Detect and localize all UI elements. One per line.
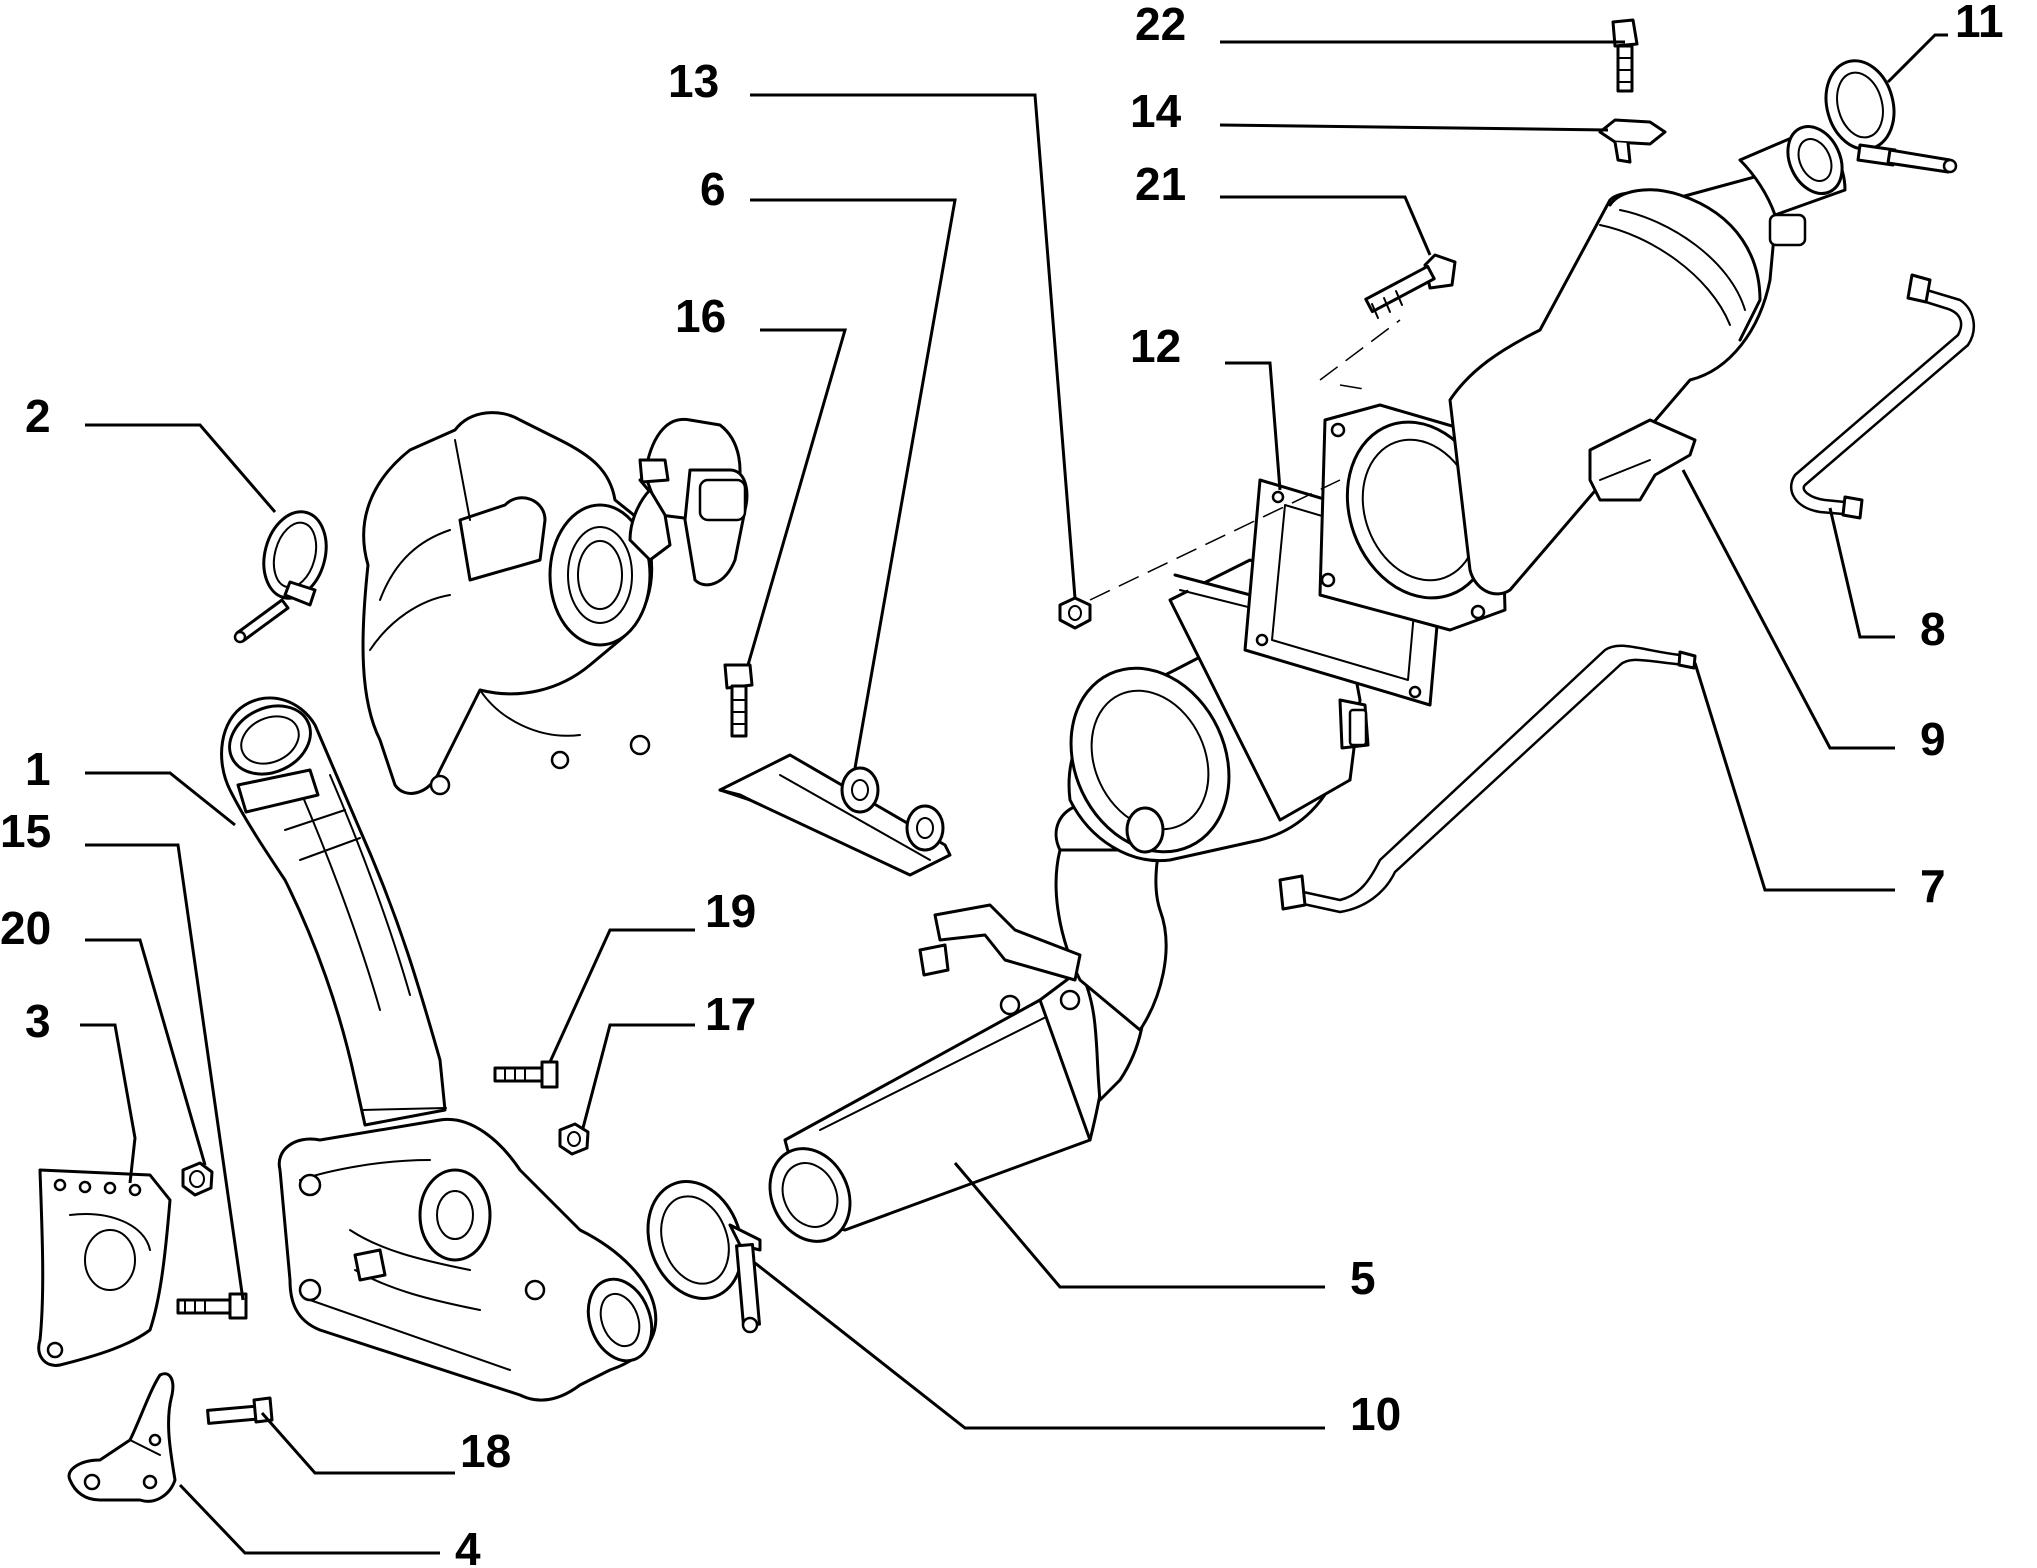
callout-4: 4 bbox=[455, 1523, 481, 1568]
part-19-bolt bbox=[493, 1060, 559, 1089]
callout-15: 15 bbox=[0, 805, 51, 857]
part-15-bolt bbox=[176, 1292, 248, 1320]
callout-3: 3 bbox=[25, 995, 51, 1047]
turbocharger bbox=[361, 411, 749, 796]
callout-2: 2 bbox=[25, 390, 51, 442]
part-6-bracket bbox=[718, 753, 952, 877]
callout-12: 12 bbox=[1130, 320, 1181, 372]
part-8-pipe bbox=[1789, 273, 1976, 520]
callout-8: 8 bbox=[1920, 603, 1946, 655]
part-13-nut bbox=[1058, 596, 1092, 630]
callout-11: 11 bbox=[1955, 0, 2004, 47]
callout-21: 21 bbox=[1135, 158, 1186, 210]
part-21-bolt bbox=[1364, 253, 1457, 319]
part-20-nut bbox=[181, 1161, 214, 1197]
callout-20: 20 bbox=[0, 902, 51, 954]
part-2-clamp bbox=[233, 510, 328, 644]
callout-9: 9 bbox=[1920, 713, 1946, 765]
part-7-pipe bbox=[1278, 644, 1697, 914]
part-16-bolt bbox=[723, 663, 754, 738]
part-9-dpf bbox=[1318, 125, 1847, 632]
part-5-flex-pipe bbox=[768, 783, 1172, 1243]
callout-10: 10 bbox=[1350, 1388, 1401, 1440]
part-22-bolt bbox=[1611, 18, 1639, 93]
part-17-nut bbox=[558, 1122, 590, 1156]
callout-22: 22 bbox=[1135, 0, 1186, 50]
part-14-clip bbox=[1598, 118, 1667, 164]
part-3-bracket bbox=[37, 1168, 172, 1367]
part-1-pipe bbox=[220, 696, 447, 1127]
part-10-clamp bbox=[646, 1180, 762, 1334]
part-11-clamp bbox=[1824, 59, 1958, 174]
leader-lines bbox=[80, 33, 1948, 1555]
part-18-bolt bbox=[206, 1396, 274, 1425]
catalytic-converter bbox=[1067, 558, 1370, 863]
callout-13: 13 bbox=[668, 55, 719, 107]
assembly-guide-lines bbox=[1089, 319, 1401, 601]
callout-17: 17 bbox=[705, 988, 756, 1040]
callout-14: 14 bbox=[1130, 85, 1182, 137]
callout-1: 1 bbox=[25, 743, 51, 795]
manifold-housing bbox=[277, 1117, 658, 1402]
callout-18: 18 bbox=[460, 1425, 511, 1477]
callout-19: 19 bbox=[705, 885, 756, 937]
callout-6: 6 bbox=[700, 163, 726, 215]
callout-16: 16 bbox=[675, 290, 726, 342]
part-4-bracket bbox=[67, 1372, 177, 1503]
callout-7: 7 bbox=[1920, 860, 1946, 912]
callout-5: 5 bbox=[1350, 1252, 1376, 1304]
